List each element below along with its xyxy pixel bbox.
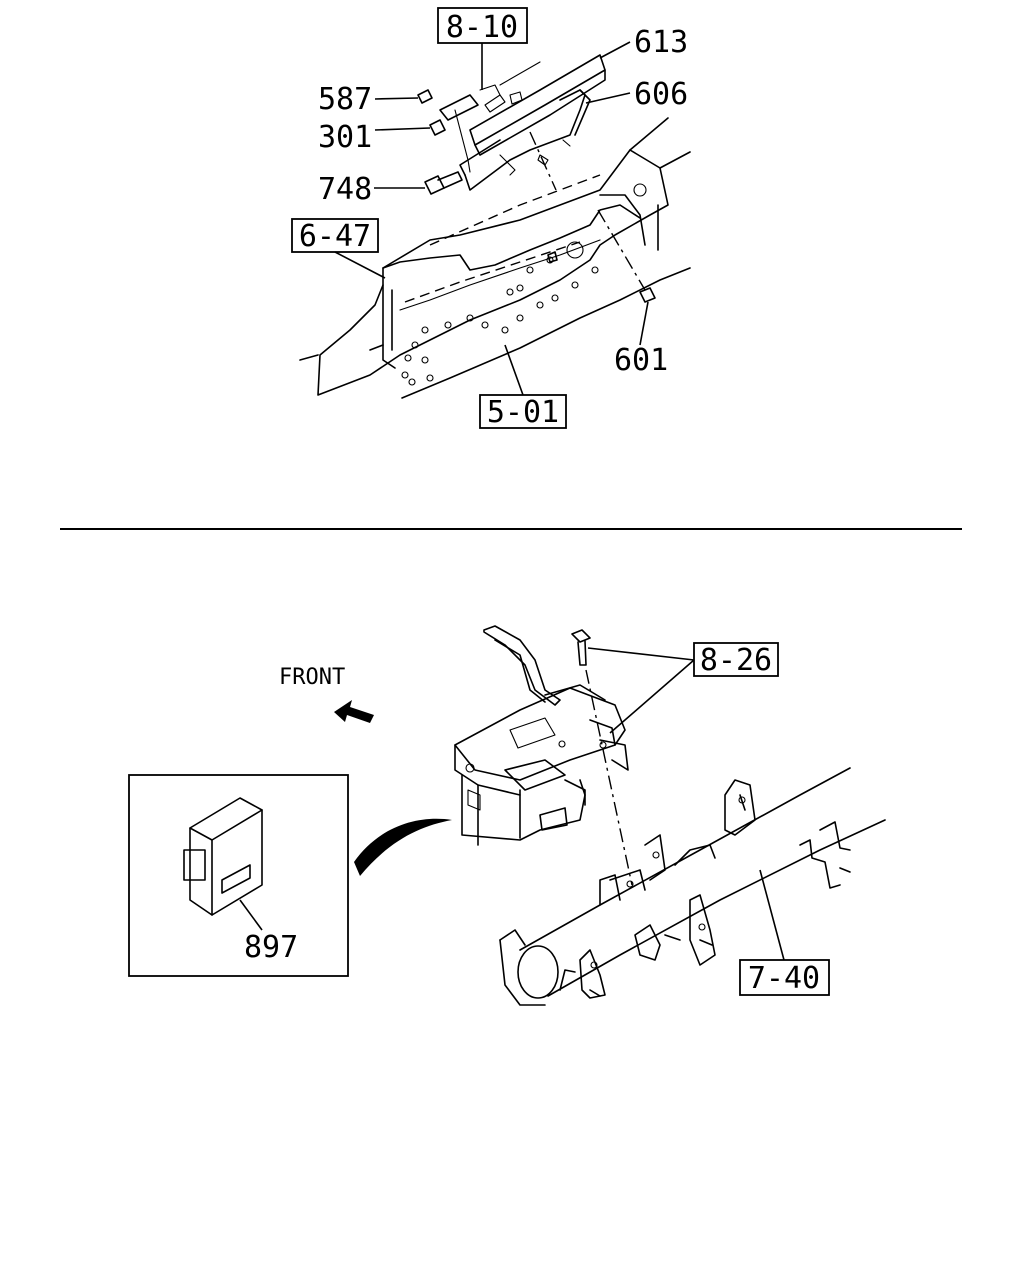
leader-8-26-bolt: [587, 647, 695, 661]
callout-box-6-47: [291, 218, 379, 253]
detail-pointer-arrow: [354, 818, 452, 876]
bolt-axis: [585, 669, 633, 886]
callout-box-5-01: [479, 394, 567, 429]
leader-301: [374, 127, 431, 131]
callout-613: 613: [634, 25, 688, 60]
callout-box-8-26: [693, 642, 779, 677]
callout-897: 897: [244, 930, 298, 965]
leader-601: [639, 301, 649, 346]
callout-601: 601: [614, 343, 668, 378]
lower-assembly: FRONT: [128, 625, 886, 1006]
upper-frame-drawing: [299, 117, 691, 399]
leader-613: [599, 41, 631, 59]
upper-module-drawing: [417, 54, 656, 303]
callout-6-47: 6-47: [299, 219, 371, 254]
callout-301: 301: [318, 120, 372, 155]
leader-7-40: [759, 869, 785, 961]
upper-fastener-axis: [597, 209, 646, 291]
bolt-drawing: [571, 629, 591, 666]
leader-897: [239, 899, 263, 931]
callout-587: 587: [318, 82, 372, 117]
leader-587: [374, 97, 419, 100]
leader-606: [585, 92, 631, 104]
detail-box: [128, 774, 349, 977]
callout-7-40: 7-40: [748, 961, 820, 996]
leader-8-26-bracket: [609, 659, 695, 734]
leader-5-01: [504, 344, 524, 396]
upper-assembly: 8-10 613 606 587 301 748 6-47 601 5-01: [291, 7, 691, 430]
callout-748: 748: [318, 172, 372, 207]
callout-606: 606: [634, 77, 688, 112]
callout-8-10: 8-10: [446, 10, 518, 45]
ecu-module-drawing: [183, 797, 263, 916]
lower-bracket-drawing: [454, 625, 629, 846]
callout-8-26: 8-26: [700, 643, 772, 678]
front-direction-label: FRONT: [279, 665, 345, 690]
cross-member-drawing: [499, 767, 886, 1006]
callout-box-7-40: [739, 959, 830, 996]
upper-module-axis: [529, 131, 557, 191]
leader-6-47: [334, 251, 386, 279]
callout-5-01: 5-01: [487, 395, 559, 430]
front-arrow-icon: [334, 700, 374, 723]
